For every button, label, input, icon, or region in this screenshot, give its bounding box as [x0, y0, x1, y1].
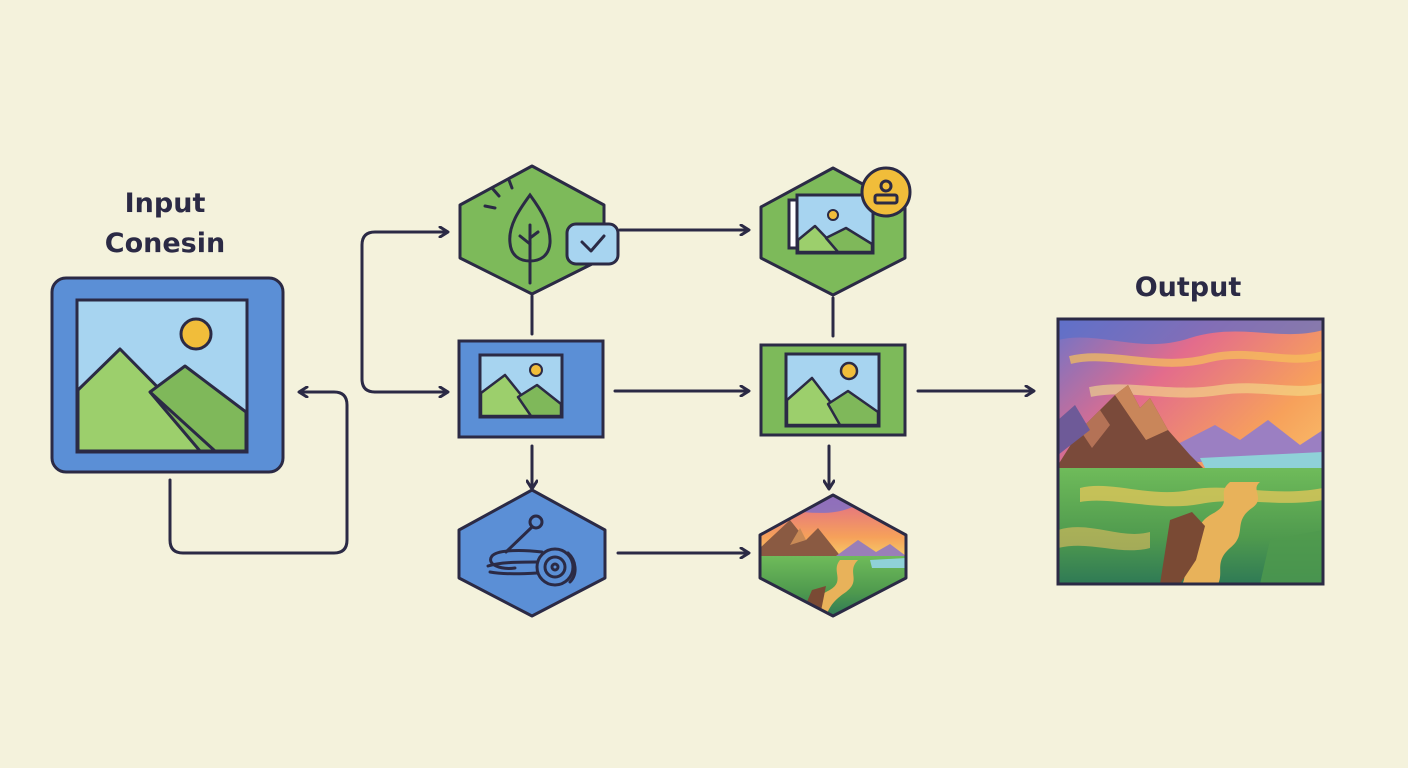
- landscape-image-icon: [75, 298, 249, 454]
- tree-icon: [483, 178, 552, 285]
- style-transfer-node[interactable]: [457, 488, 607, 618]
- input-label-line1: Input: [124, 188, 206, 219]
- user-badge-icon: [860, 166, 912, 218]
- output-painting[interactable]: [1056, 317, 1325, 586]
- framed-image-node[interactable]: [759, 166, 912, 297]
- tree-check-node[interactable]: [458, 164, 620, 296]
- image-node-green[interactable]: [759, 343, 907, 437]
- painted-landscape-icon: [760, 495, 906, 616]
- layered-images-icon: [787, 193, 875, 255]
- connector-branch-to-tree: [360, 232, 447, 394]
- connector-input-to-top: [168, 392, 349, 555]
- input-image-node[interactable]: [50, 276, 285, 474]
- image-node-blue[interactable]: [457, 339, 605, 439]
- input-label: Input Conesin: [60, 184, 270, 264]
- checkmark-icon: [565, 222, 620, 266]
- input-label-line2: Conesin: [104, 228, 226, 259]
- painted-preview-node[interactable]: [758, 493, 908, 618]
- painted-landscape-icon: [1058, 319, 1323, 584]
- swirl-motion-icon: [486, 514, 577, 587]
- landscape-image-icon: [478, 353, 564, 419]
- landscape-image-icon: [784, 352, 881, 428]
- output-label: Output: [1134, 272, 1242, 303]
